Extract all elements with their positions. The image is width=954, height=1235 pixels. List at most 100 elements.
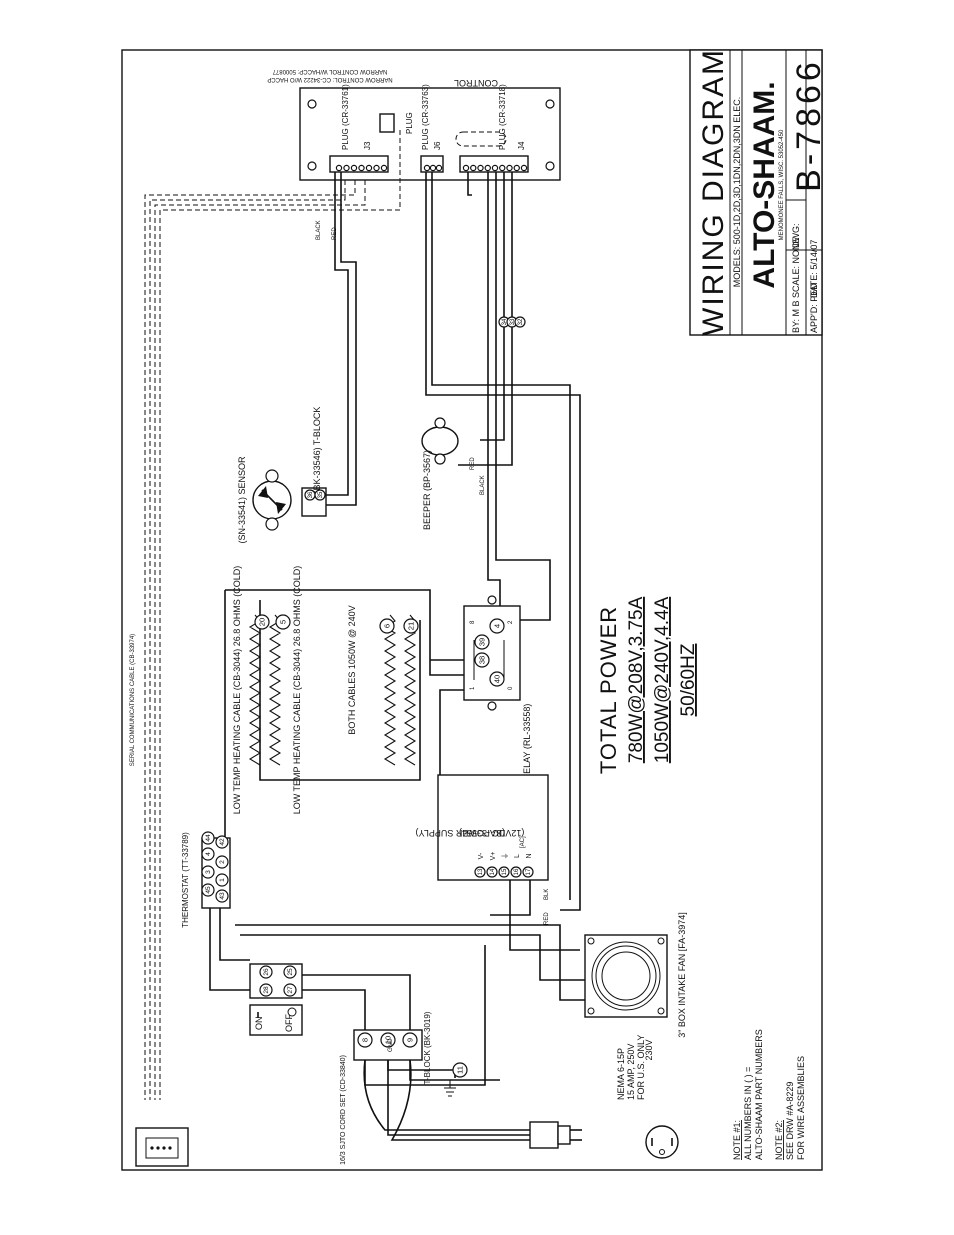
intake-fan: 3" BOX INTAKE FAN [FA-3974] 230V [584,912,687,1061]
ps-terminal: 15 [498,866,510,878]
svg-text:38: 38 [477,656,486,665]
thermostat-terminal: 44 [201,831,215,845]
switch-terminal: 25 [283,965,297,979]
connector-pin [499,164,506,172]
total-power: TOTAL POWER 780W@208V,3.75A 1050W@240V,4… [596,596,699,774]
svg-text:8: 8 [360,1038,369,1042]
relay-pin-label: 2 [508,620,514,624]
control-note-1: NARROW CONTROL W/HACCP: 5000877 [272,68,387,74]
thermostat-terminal: 2 [215,855,229,869]
note1-line1: ALL NUMBERS IN ( ) = [743,1067,753,1160]
power-supply: (12VDC POWER SUPPLY) (BA-33554) 13V-14V+… [416,774,549,881]
switch-terminal: 26 [259,965,273,979]
svg-text:28: 28 [263,986,270,994]
title-text: WIRING DIAGRAM [697,48,730,336]
connector-pin [506,164,513,172]
connector-pin [365,164,373,172]
ground-terminal: 11 [452,1062,468,1078]
connector-pin [484,164,491,172]
svg-text:17: 17 [526,868,532,875]
wire-marker: 32 [514,316,526,328]
svg-text:4: 4 [205,852,212,856]
connector-pin [358,164,365,172]
approved-by: APP'D: PED [809,283,819,333]
relay-pin-label: 1 [470,686,476,690]
beeper-red: RED [470,457,476,470]
drawn-by: BY: M B [791,300,801,333]
note2-line2: FOR WIRE ASSEMBLIES [796,1056,806,1160]
switch-off: OFF [284,1014,294,1032]
main-tblock-label: T-BLOCK (BK-3019) [423,1011,432,1084]
thermostat-terminal: 1 [215,873,229,887]
connector-pin [335,164,343,172]
beeper: BEEPER (BP-3567) RED BLACK [421,417,486,530]
power-supply-label-1: (12VDC POWER SUPPLY) [416,828,525,838]
svg-text:26: 26 [263,968,270,976]
serial-cable-label: SERIAL COMMUNICATIONS CABLE (CB-33974) [130,634,136,766]
heating-both-label: BOTH CABLES 1050W @ 240V [347,605,357,734]
tblock-terminal: 35 [314,489,326,501]
wire-black-label: BLACK [316,220,322,240]
svg-text:16: 16 [514,868,520,875]
wiring [144,130,585,1141]
heating-terminal: 20 [254,614,270,630]
nema-plug [529,1121,679,1159]
ps-terminal-label: L [514,854,521,858]
svg-text:9: 9 [405,1038,414,1042]
relay-label: RELAY (RL-33558) [522,704,532,781]
svg-text:1: 1 [219,878,226,882]
sensor-tblock-label: (BK-33546) T-BLOCK [312,407,322,494]
total-power-line1: 780W@208V,3.75A [626,596,647,763]
connector-pin [435,164,443,172]
relay-terminal: 40 [489,671,505,687]
company-address: MENOMONEE FALLS, WISC. 53052-450 [779,129,785,240]
company-logo: ALTO-SHAAM. [748,81,781,288]
scale-text: SCALE: NONE [791,237,801,298]
svg-text:6: 6 [382,624,391,628]
nema-line3: FOR U.S. ONLY [636,1035,646,1100]
models-text: MODELS: 500-1D,2D,3D,1DN,2DN,3DN ELEC. [732,97,742,288]
connector-pin [520,164,528,172]
sensor-label: (SN-33541) SENSOR [237,456,247,544]
svg-text:36: 36 [308,491,314,498]
connector-pin [373,164,380,172]
connector-pin [380,164,388,172]
j4-plug-label: PLUG (CR-33718) [498,84,507,150]
relay-terminal: 38 [474,652,490,668]
heating-cables: LOW TEMP HEATING CABLE (CB-3044) 26.8 OH… [232,566,419,814]
connector-pin [477,164,484,172]
svg-text:11: 11 [455,1066,464,1074]
svg-text:44: 44 [205,834,212,842]
note1-title: NOTE #1: [732,1120,742,1160]
power-supply-label-2: (BA-33554) [459,828,505,838]
svg-text:40: 40 [492,675,501,684]
note2-title: NOTE #2: [774,1120,784,1160]
svg-text:4: 4 [492,623,501,628]
heating-terminal: 21 [403,618,419,634]
side-plug [379,113,395,133]
svg-text:3: 3 [205,870,212,874]
switch-terminal: 28 [259,983,273,997]
svg-text:2: 2 [219,860,226,864]
thermostat-label: THERMOSTAT (TT-33789) [181,832,190,928]
wire-blk-label: BLK [544,889,550,900]
svg-text:45: 45 [205,886,212,894]
title-block: WIRING DIAGRAM MODELS: 500-1D,2D,3D,1DN,… [689,48,828,336]
svg-text:10: 10 [383,1036,392,1045]
svg-text:34: 34 [502,318,508,325]
relay-pin-label: 0 [508,686,514,690]
svg-text:20: 20 [257,618,266,627]
svg-text:13: 13 [478,868,484,875]
connector-pin [429,164,437,172]
heating-terminal: 5 [275,614,291,630]
ps-terminal-label: ⏚ [501,853,509,860]
thermostat-terminal: 3 [201,865,215,879]
connector-pin [343,164,350,172]
